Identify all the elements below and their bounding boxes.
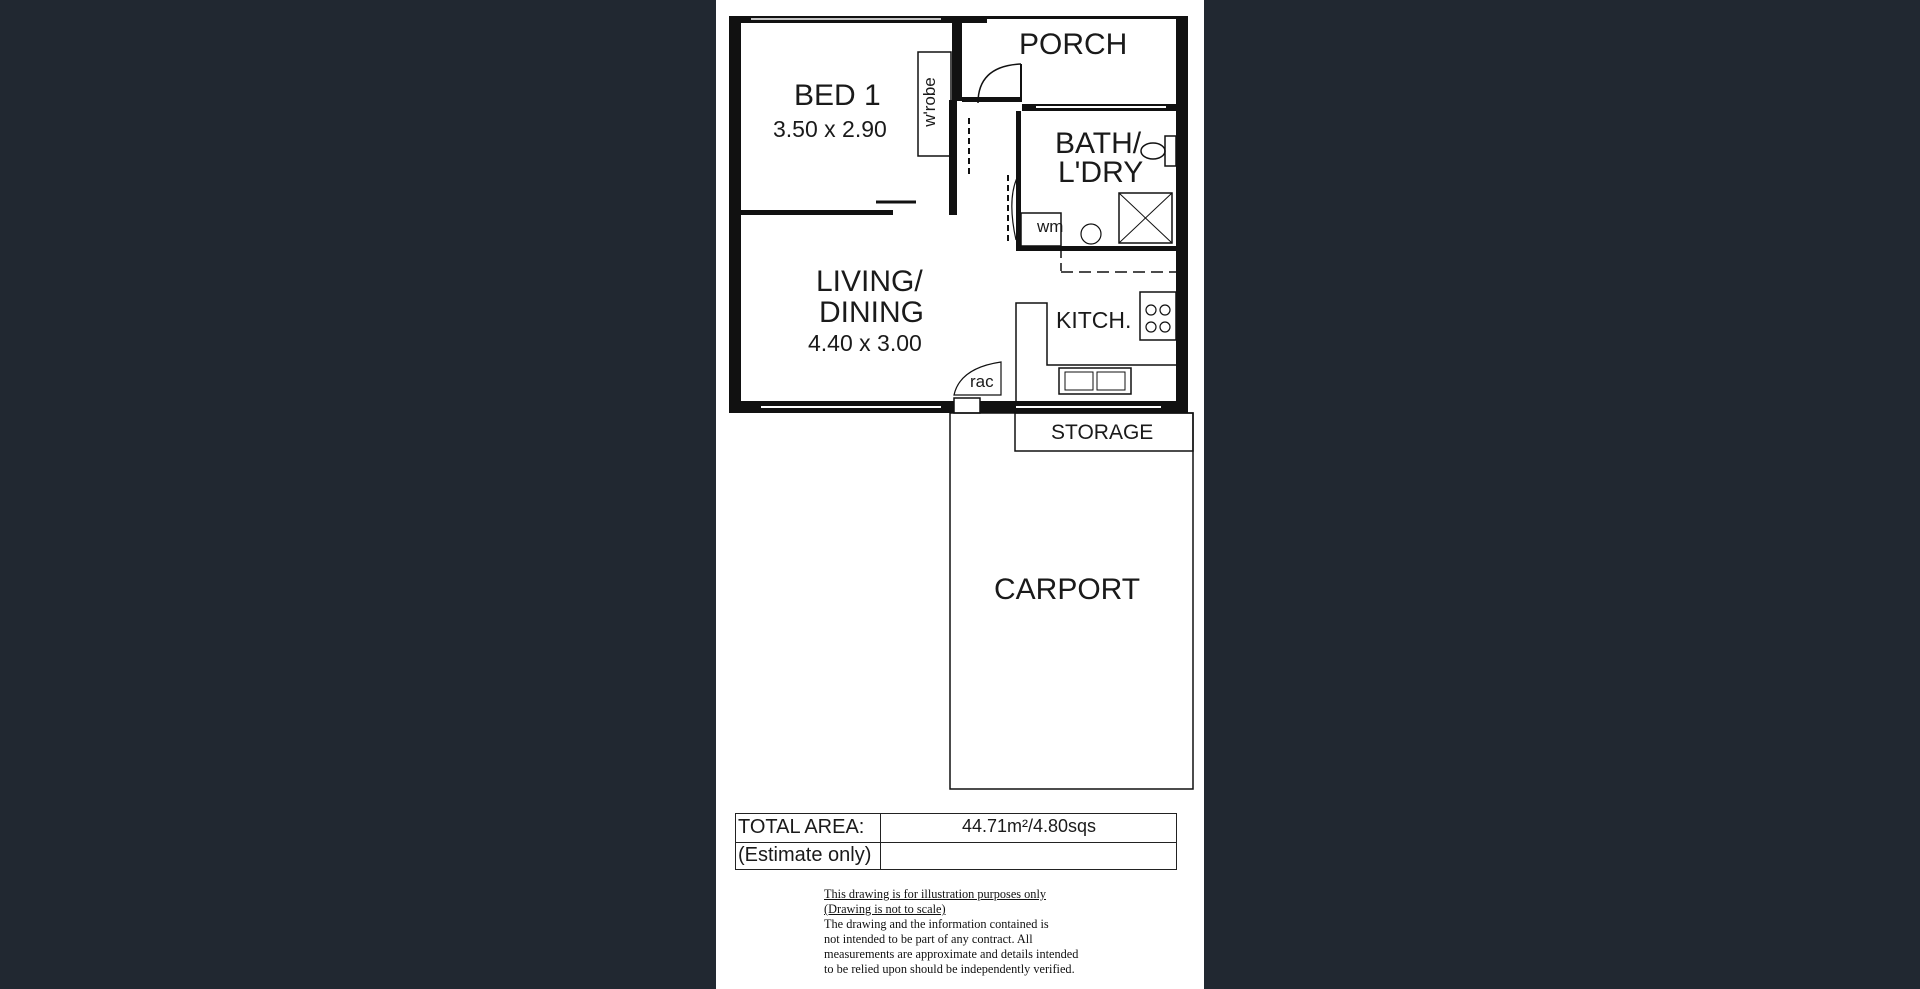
porch-label: PORCH bbox=[1019, 28, 1128, 61]
disclaimer-line1: This drawing is for illustration purpose… bbox=[824, 887, 1047, 901]
total-area-value: 44.71m²/4.80sqs bbox=[961, 816, 1097, 836]
wrobe-label: w'robe bbox=[919, 77, 939, 127]
rac-label: rac bbox=[970, 372, 994, 391]
area-row-note: (Estimate only) bbox=[736, 842, 1176, 870]
kitchen-label: KITCH. bbox=[1056, 307, 1132, 333]
wall-left bbox=[729, 16, 741, 413]
living-label-line2: DINING bbox=[819, 296, 924, 329]
wardrobe bbox=[917, 51, 952, 157]
carport-label: CARPORT bbox=[994, 573, 1141, 606]
wm-label: wm bbox=[1037, 217, 1064, 236]
carport-area bbox=[949, 412, 1194, 790]
bath-label-line2: L'DRY bbox=[1058, 156, 1144, 189]
disclaimer-body-2: not intended to be part of any contract.… bbox=[824, 932, 1033, 946]
total-area-label: TOTAL AREA: bbox=[738, 816, 865, 838]
disclaimer-body-1: The drawing and the information containe… bbox=[824, 917, 1049, 931]
wall-top-porch bbox=[962, 16, 1176, 19]
wall-bed-right bbox=[952, 16, 962, 101]
area-row-total: TOTAL AREA: 44.71m²/4.80sqs bbox=[736, 814, 1176, 843]
sink bbox=[1058, 367, 1132, 395]
living-label-line1: LIVING/ bbox=[816, 265, 923, 298]
disclaimer-body-4: to be relied upon should be independentl… bbox=[824, 962, 1075, 976]
floor-plan-drawing bbox=[729, 16, 1194, 790]
bed1-label: BED 1 bbox=[794, 79, 881, 112]
wall-right bbox=[1176, 16, 1188, 413]
estimate-note: (Estimate only) bbox=[738, 844, 872, 866]
bath-label-line1: BATH/ bbox=[1055, 127, 1142, 160]
floor-plan-sheet: BED 1 3.50 x 2.90 w'robe PORCH BATH/ L'D… bbox=[716, 0, 1204, 989]
disclaimer: This drawing is for illustration purpose… bbox=[824, 887, 1124, 977]
disclaimer-body-3: measurements are approximate and details… bbox=[824, 947, 1079, 961]
living-dims: 4.40 x 3.00 bbox=[808, 330, 922, 356]
bed1-dims: 3.50 x 2.90 bbox=[773, 116, 887, 142]
shower bbox=[1118, 192, 1173, 244]
disclaimer-line2: (Drawing is not to scale) bbox=[824, 902, 946, 916]
cooktop bbox=[1139, 291, 1177, 341]
storage-label: STORAGE bbox=[1051, 421, 1154, 444]
total-area-table: TOTAL AREA: 44.71m²/4.80sqs (Estimate on… bbox=[735, 813, 1177, 870]
